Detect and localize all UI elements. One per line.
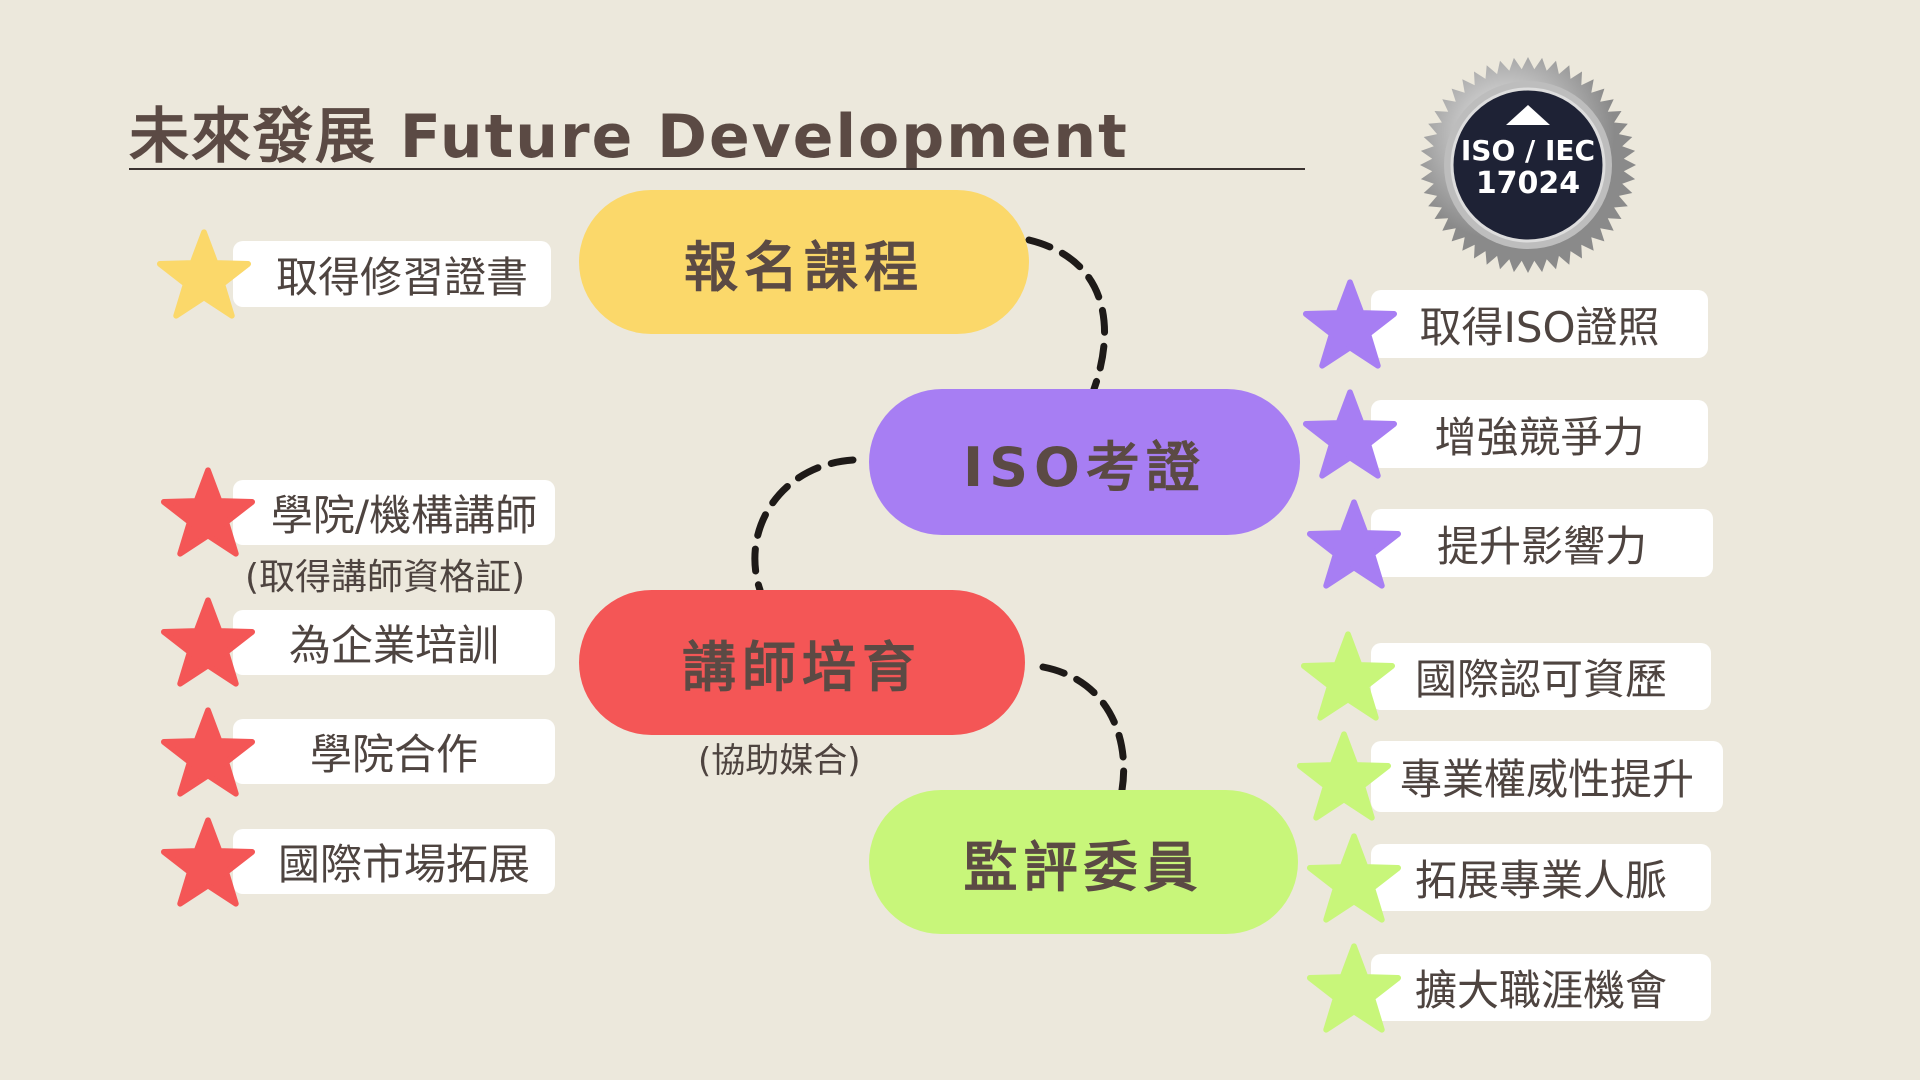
node-iso-exam: ISO考證 [869,389,1300,535]
node-assessor: 監評委員 [869,790,1298,934]
seal-text-line2: 17024 [1476,166,1580,201]
star-icon [1300,630,1396,722]
assessor-item: 國際認可資歷 [1371,643,1711,710]
iso-item: 取得ISO證照 [1371,290,1708,358]
star-icon [1302,278,1398,370]
seal-text-line1: ISO / IEC [1461,134,1595,167]
iso-item: 增強競爭力 [1371,400,1708,468]
page-title: 未來發展 Future Development [129,102,1129,172]
star-icon [160,596,256,688]
star-icon [1296,730,1392,822]
assessor-item: 專業權威性提升 [1371,741,1723,812]
left-item: 國際市場拓展 [233,829,555,894]
star-icon [1306,832,1402,924]
title-underline [129,168,1305,170]
star-icon [1306,498,1402,590]
star-icon [156,228,252,320]
iso-item: 提升影響力 [1371,509,1713,577]
assessor-item: 拓展專業人脈 [1371,844,1711,911]
star-icon [160,706,256,798]
left-item: 取得修習證書 [233,241,551,307]
star-icon [160,466,256,558]
left-item-note: (取得講師資格証) [245,557,526,598]
left-item: 為企業培訓 [233,610,555,675]
star-icon [1306,942,1402,1034]
iso-iec-17024-seal: ISO / IEC 17024 [1418,55,1638,275]
assessor-item: 擴大職涯機會 [1371,954,1711,1021]
node-trainer-development: 講師培育 [579,590,1025,735]
node-enroll-course: 報名課程 [579,190,1029,334]
star-icon [1302,388,1398,480]
left-item: 學院合作 [233,719,555,784]
trainer-note: (協助媒合) [698,741,861,781]
left-item: 學院/機構講師 [233,480,555,545]
star-icon [160,816,256,908]
